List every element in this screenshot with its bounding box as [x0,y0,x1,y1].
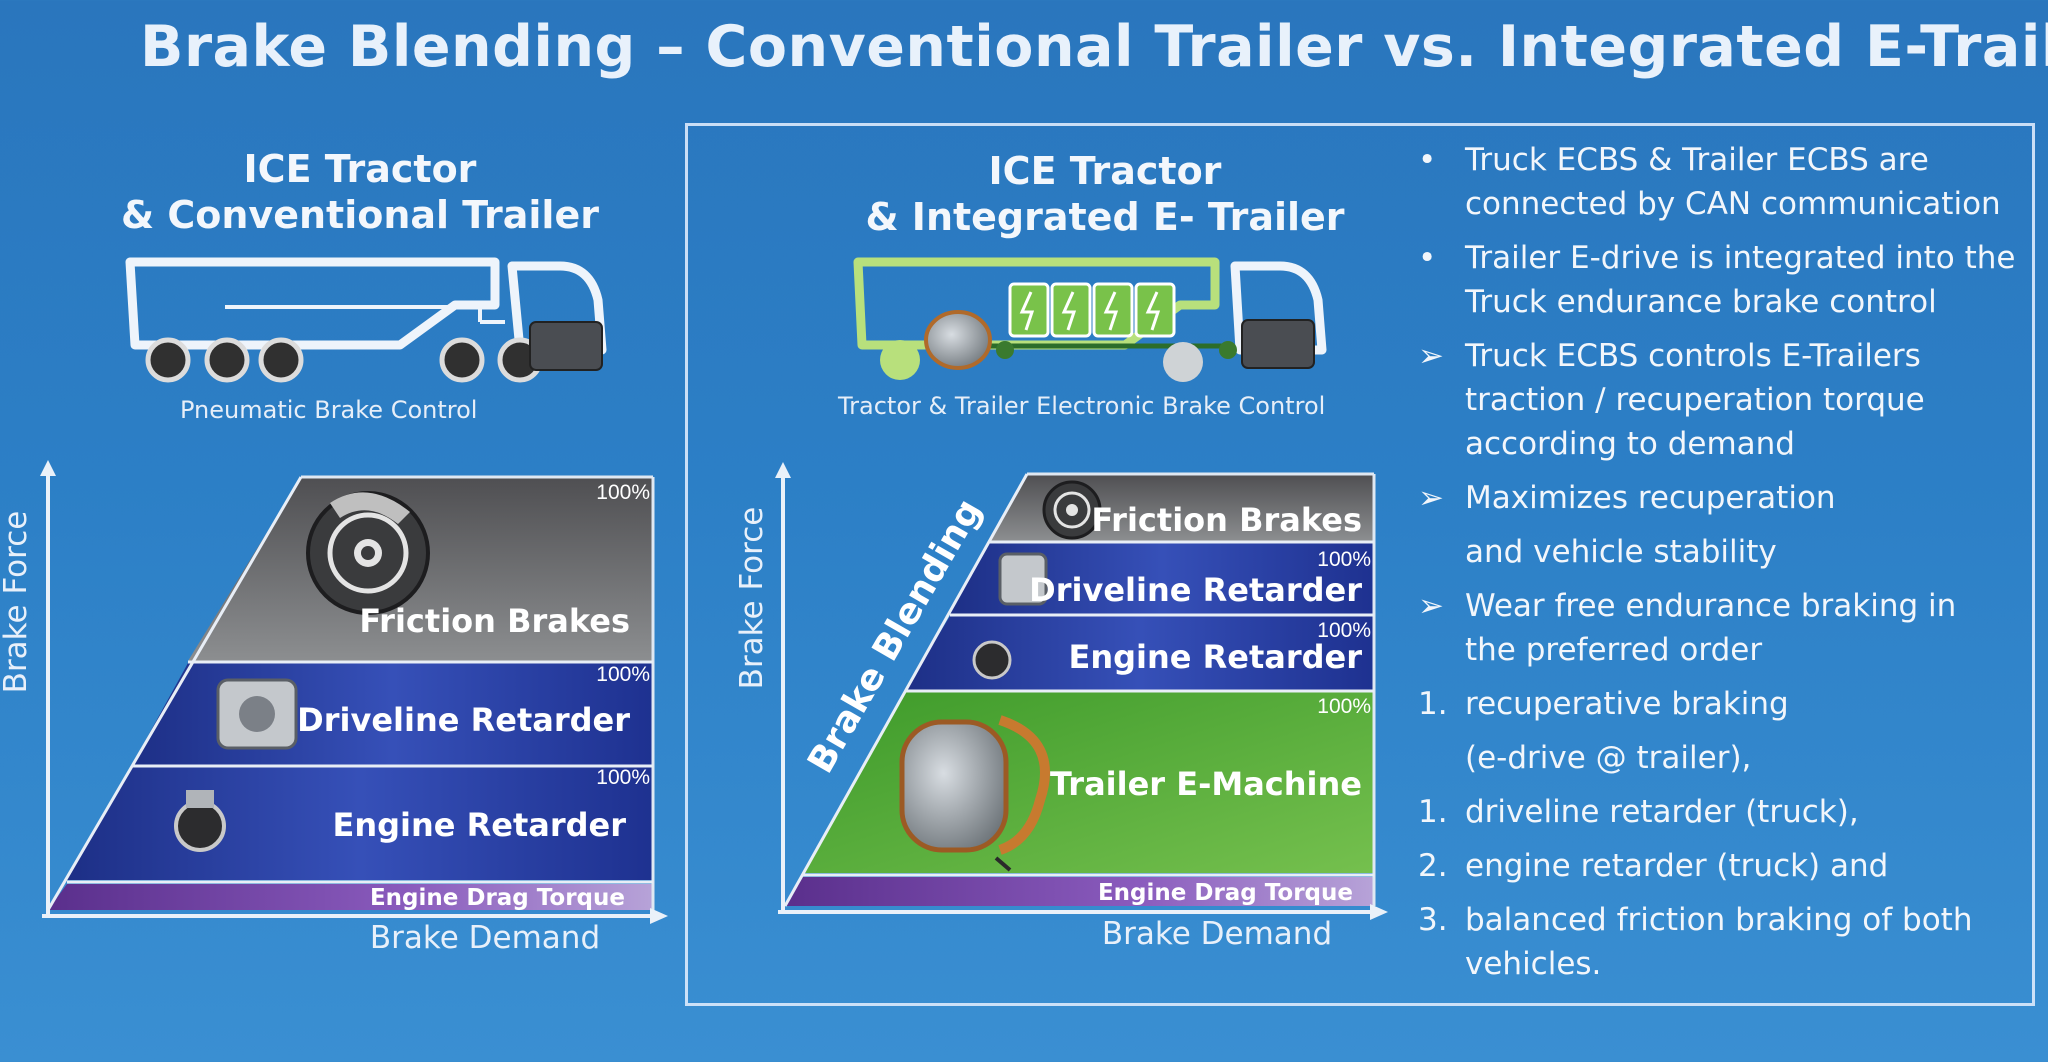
engine-retarder-icon [174,790,226,852]
brake-disc-small-icon [1042,480,1102,540]
conventional-truck-wheels [145,321,603,383]
feature-list: • Truck ECBS & Trailer ECBS are connecte… [1410,138,2030,986]
left-x-axis-label: Brake Demand [370,920,600,956]
bullet-marker: • [1418,142,1437,178]
right-y-axis-label: Brake Force [734,507,770,690]
label-engine-drag-torque-right: Engine Drag Torque [1098,880,1353,906]
band-driveline-retarder-right [950,543,1374,614]
right-x-axis-label: Brake Demand [1102,916,1332,952]
left-heading-line1: ICE Tractor [243,147,477,191]
left-heading: ICE Tractor & Conventional Trailer [110,146,610,238]
label-friction-brakes-right: Friction Brakes [1091,501,1362,539]
arrow-marker: ➢ [1418,338,1444,374]
band-engine-retarder-right [905,616,1374,690]
left-blending-chart: Friction Brakes Driveline Retarder Engin… [0,460,668,956]
arrow-marker: ➢ [1418,480,1444,516]
pct-driveline-right: 100% [1317,548,1371,571]
band-engine-drag-torque-right [785,877,1374,906]
label-driveline-retarder-right: Driveline Retarder [1029,571,1362,609]
list-item: 3. balanced friction braking of both veh… [1410,898,2030,986]
list-item: 2. engine retarder (truck) and [1410,844,2030,888]
right-heading-line2: & Integrated E- Trailer [865,195,1345,239]
battery-pack-icon [1008,282,1176,338]
list-item: • Trailer E-drive is integrated into the… [1410,236,2030,324]
engine-icon-right [1241,319,1315,369]
pct-driveline: 100% [596,663,650,686]
label-friction-brakes: Friction Brakes [359,602,630,640]
bullet-marker: • [1418,240,1437,276]
brake-disc-icon [306,491,430,615]
label-engine-retarder-right: Engine Retarder [1068,638,1362,676]
engine-icon [529,321,603,371]
pct-friction: 100% [596,481,650,504]
list-item: ➢ Truck ECBS controls E-Trailers tractio… [1410,334,2030,466]
number-marker: 1. [1418,794,1448,830]
right-blending-chart: Friction Brakes Driveline Retarder Engin… [734,462,1388,952]
list-item: 1. recuperative braking (e-drive @ trail… [1410,682,2030,780]
right-heading: ICE Tractor & Integrated E- Trailer [855,148,1355,240]
integrated-etrailer-panel [685,123,2035,1006]
right-caption: Tractor & Trailer Electronic Brake Contr… [838,392,1326,420]
label-engine-drag-torque: Engine Drag Torque [370,885,625,911]
list-item: 1. driveline retarder (truck), [1410,790,2030,834]
label-trailer-emachine: Trailer E-Machine [1050,765,1362,803]
label-driveline-retarder: Driveline Retarder [297,701,630,739]
driveline-retarder-small-icon [998,552,1048,606]
etrailer-wheels [880,310,1315,382]
number-marker: 3. [1418,902,1448,938]
left-y-axis-label: Brake Force [0,511,34,694]
number-marker: 2. [1418,848,1448,884]
emachine-motor-icon [899,715,1050,872]
etrailer-truck-icon [853,257,1327,355]
left-caption: Pneumatic Brake Control [180,396,478,424]
label-engine-retarder: Engine Retarder [332,806,626,844]
right-heading-line1: ICE Tractor [988,149,1222,193]
list-item: • Truck ECBS & Trailer ECBS are connecte… [1410,138,2030,226]
slide-title: Brake Blending – Conventional Trailer vs… [140,14,2048,80]
left-heading-line2: & Conventional Trailer [121,193,599,237]
pct-engine: 100% [596,766,650,789]
driveline-retarder-icon [216,678,298,750]
list-item: ➢ Maximizes recuperation and vehicle sta… [1410,476,2030,574]
emotor-small-icon [924,310,992,370]
pct-emachine: 100% [1317,695,1371,718]
arrow-marker: ➢ [1418,588,1444,624]
band-engine-drag-torque [48,884,653,910]
list-item: ➢ Wear free endurance braking in the pre… [1410,584,2030,672]
engine-retarder-small-icon [972,640,1012,680]
number-marker: 1. [1418,686,1448,722]
pct-engine-right: 100% [1317,619,1371,642]
